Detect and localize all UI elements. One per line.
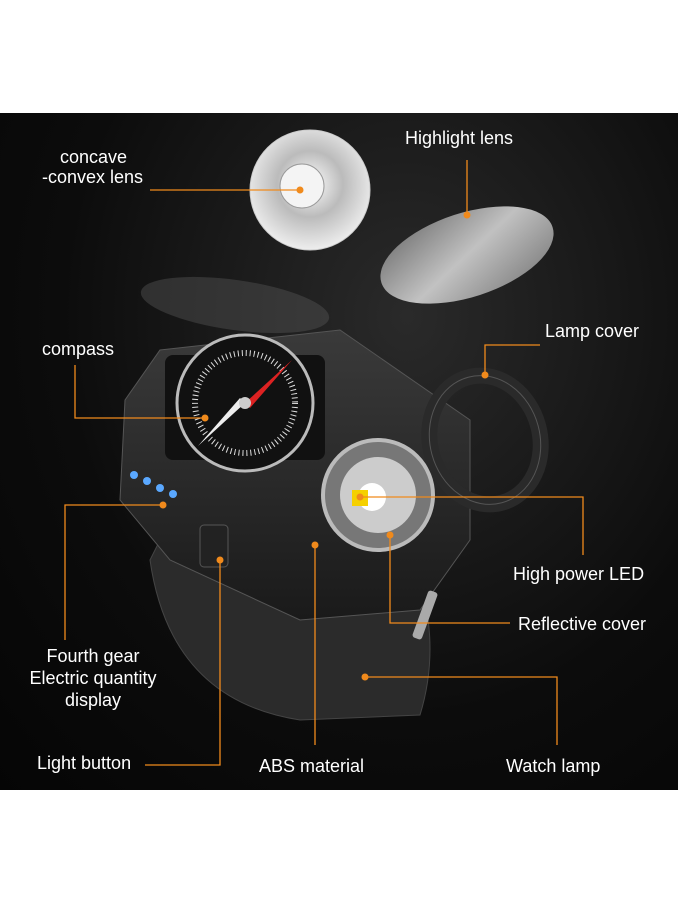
label-compass: compass [42,339,115,359]
label-fourth-gear-line1: Fourth gear [46,646,140,666]
label-fourth-gear-line3: display [64,690,122,710]
label-reflective-cover: Reflective cover [518,614,647,634]
leader-dots [159,186,489,681]
label-concave-line2: -convex lens [42,167,144,187]
compass-needle-north [245,360,292,408]
label-fourth-gear-line2: Electric quantity [29,668,157,688]
leader-lines [64,160,584,766]
light-button-shape [199,524,229,568]
battery-indicator-leds [130,471,177,498]
highlight-lens [380,206,554,304]
label-highlight-lens: Highlight lens [405,128,514,148]
label-abs-material: ABS material [259,756,365,776]
label-light-button: Light button [37,753,132,773]
label-fourth-gear-display: Fourth gear Electric quantity display [13,645,173,711]
compass-needle-south [198,398,245,446]
label-concave-line1: concave [60,147,128,167]
label-high-power-led: High power LED [513,564,645,584]
compass-glass [140,276,330,334]
label-watch-lamp: Watch lamp [506,756,601,776]
label-lamp-cover: Lamp cover [545,321,640,341]
